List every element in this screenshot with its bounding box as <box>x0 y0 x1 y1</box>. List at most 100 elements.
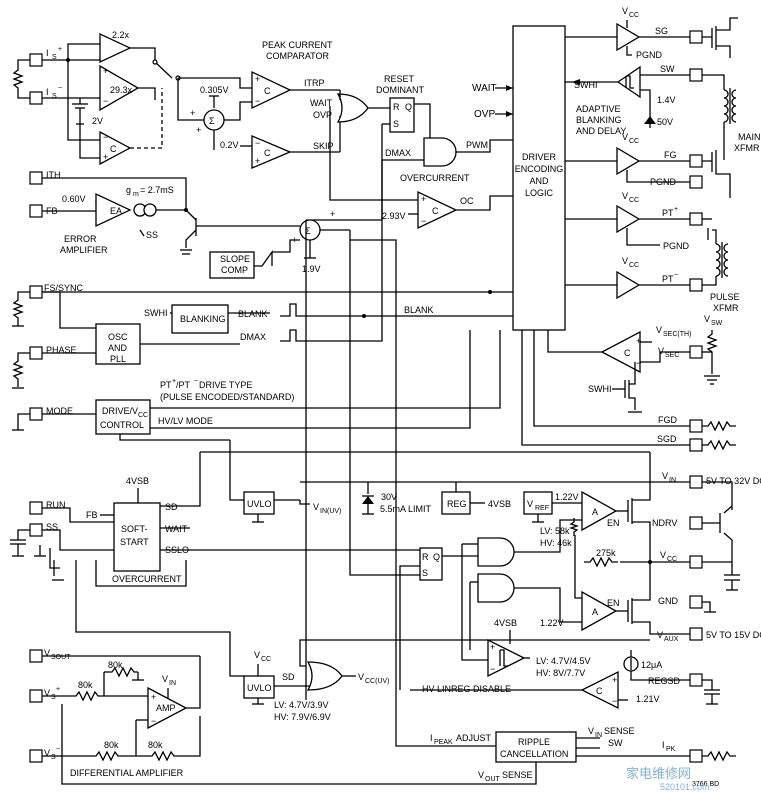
ss-pin[interactable] <box>29 523 43 537</box>
svg-text:OVERCURRENT: OVERCURRENT <box>112 574 182 584</box>
svg-text:V: V <box>660 550 666 560</box>
svg-text:ITH: ITH <box>46 170 61 180</box>
peak-current-comparator-label: PEAK CURRENT <box>262 40 333 50</box>
svg-text:V: V <box>527 499 533 509</box>
svg-text:DMAX: DMAX <box>385 148 411 158</box>
mode-pin[interactable] <box>29 407 43 421</box>
svg-text:+: + <box>330 209 335 219</box>
svg-text:I: I <box>662 740 665 750</box>
svg-text:PK: PK <box>666 746 676 753</box>
pgnd-pin[interactable] <box>689 175 703 189</box>
svg-text:MODE: MODE <box>46 406 73 416</box>
svg-text:CC: CC <box>629 262 639 269</box>
svg-text:I: I <box>46 48 49 58</box>
sg-label: SG <box>655 26 668 36</box>
svg-text:2.93V: 2.93V <box>382 211 406 221</box>
vs-minus-pin[interactable] <box>29 749 43 763</box>
ipk-pin[interactable] <box>689 749 703 763</box>
gain-29-3x-amp <box>99 64 140 112</box>
svg-text:R: R <box>422 552 429 562</box>
drive-vcc-control-block <box>95 399 151 435</box>
svg-text:−: − <box>255 138 260 148</box>
svg-text:SWHI: SWHI <box>574 80 598 90</box>
vsb-hysteresis-comparator <box>487 638 526 678</box>
svg-text:+: + <box>255 74 260 84</box>
fs-sync-pin[interactable] <box>29 285 43 299</box>
svg-text:SGD: SGD <box>657 434 677 444</box>
is-plus-pin[interactable] <box>29 53 43 67</box>
svg-text:DRIVE/V: DRIVE/V <box>102 406 138 416</box>
svg-text:IN: IN <box>669 477 676 484</box>
svg-text:CC: CC <box>629 138 639 145</box>
fb-pin[interactable] <box>29 204 43 218</box>
svg-text:80k: 80k <box>104 740 119 750</box>
vsec-pin[interactable] <box>689 345 703 359</box>
svg-text:V: V <box>657 630 663 640</box>
pt-minus-driver <box>616 270 641 300</box>
wait-input-label: WAIT <box>472 83 497 94</box>
driver-logic-label-4: LOGIC <box>525 188 554 198</box>
svg-text:+: + <box>636 336 641 346</box>
sgd-pin[interactable] <box>689 438 703 452</box>
svg-text:−: − <box>58 85 62 92</box>
pt-plus-pin[interactable] <box>689 212 703 226</box>
svg-text:DMAX: DMAX <box>240 332 266 342</box>
svg-text:+: + <box>674 206 678 213</box>
vs-plus-pin[interactable] <box>29 689 43 703</box>
svg-text:ADAPTIVE: ADAPTIVE <box>576 104 621 114</box>
svg-text:1.22V: 1.22V <box>540 618 564 628</box>
svg-text:−: − <box>56 746 60 753</box>
svg-text:BLANK: BLANK <box>238 309 268 319</box>
svg-text:HV: 8V/7.7V: HV: 8V/7.7V <box>536 668 585 678</box>
sg-pin[interactable] <box>689 30 703 44</box>
pt-minus-pin[interactable] <box>689 278 703 292</box>
svg-text:V: V <box>656 325 662 335</box>
soft-start-block <box>113 502 161 572</box>
sw-pin[interactable] <box>689 68 703 82</box>
vin-pin[interactable] <box>689 475 703 489</box>
svg-text:C: C <box>432 206 439 216</box>
pwm-and-gate <box>423 137 457 167</box>
or-gate <box>336 93 369 123</box>
driver-logic-label-1: DRIVER <box>522 152 557 162</box>
vin-ldo-amp <box>581 490 618 532</box>
svg-text:OSC: OSC <box>108 332 128 342</box>
svg-text:S: S <box>52 54 57 61</box>
vaux-pin[interactable] <box>689 627 703 641</box>
svg-text:−: − <box>636 358 641 368</box>
svg-text:V: V <box>162 674 168 684</box>
svg-text:C: C <box>110 144 117 154</box>
svg-text:V: V <box>622 256 628 266</box>
ndrv-pin[interactable] <box>689 516 703 530</box>
svg-text:SLOPE: SLOPE <box>220 254 250 264</box>
vsout-pin[interactable] <box>29 649 43 663</box>
svg-text:−: − <box>103 96 108 106</box>
vcc-pin[interactable] <box>689 555 703 569</box>
svg-text:1.22V: 1.22V <box>555 492 579 502</box>
svg-text:S: S <box>393 119 399 129</box>
ith-pin[interactable] <box>29 171 43 185</box>
svg-text:−: − <box>151 716 156 726</box>
svg-text:HV LINREG DISABLE: HV LINREG DISABLE <box>422 684 511 694</box>
regsd-pin[interactable] <box>689 673 703 687</box>
run-pin[interactable] <box>29 501 43 515</box>
svg-text:HV/LV MODE: HV/LV MODE <box>158 416 213 426</box>
svg-text:−: − <box>612 696 617 706</box>
svg-text:A: A <box>592 507 598 517</box>
svg-text:SWHI: SWHI <box>144 308 168 318</box>
svg-text:SD: SD <box>165 502 178 512</box>
fgd-pin[interactable] <box>689 419 703 433</box>
svg-text:5V TO 15V DC: 5V TO 15V DC <box>706 630 761 640</box>
svg-text:V: V <box>44 688 50 698</box>
driver-encoding-logic-block <box>512 25 566 331</box>
reset-dominant-latch <box>389 97 415 133</box>
gnd-pin[interactable] <box>689 595 703 609</box>
is-minus-pin[interactable] <box>29 91 43 105</box>
watermark-url: 520101.com <box>660 782 710 792</box>
svg-text:PT: PT <box>662 208 674 218</box>
fg-pin[interactable] <box>689 154 703 168</box>
svg-text:CC: CC <box>667 556 677 563</box>
phase-pin[interactable] <box>29 346 43 360</box>
svg-text:+: + <box>612 675 617 685</box>
